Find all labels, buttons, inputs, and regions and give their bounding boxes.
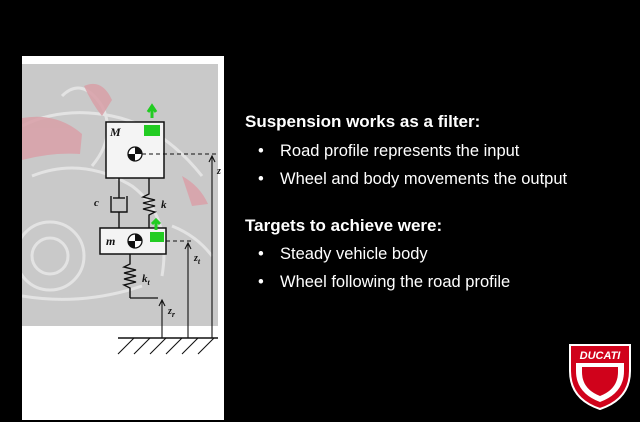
- zt-arrow: [184, 241, 192, 338]
- diagram-svg: M k c m: [22, 64, 224, 420]
- sprung-mass-label: M: [109, 125, 121, 139]
- spring-k-label: k: [161, 199, 167, 211]
- unsprung-cog-icon: [127, 233, 143, 249]
- section1-bullet-2: •Wheel and body movements the output: [258, 170, 568, 188]
- logo-text: DUCATI: [580, 350, 622, 362]
- ducati-logo-icon: DUCATI: [569, 344, 631, 411]
- zr-label: zr: [167, 306, 176, 319]
- ground-hatching: [117, 337, 215, 355]
- motorcycle-red-panels: [22, 83, 208, 206]
- section1-heading: Suspension works as a filter:: [245, 112, 481, 131]
- motorcycle-background: [22, 64, 218, 326]
- quarter-car-diagram: M k c m: [22, 56, 224, 420]
- sprung-arrow-icon: [146, 103, 158, 118]
- zt-label: zt: [193, 253, 201, 266]
- tire-spring: [121, 254, 137, 298]
- section1-bullet-1: •Road profile represents the input: [258, 142, 520, 160]
- unsprung-arrow-icon: [150, 217, 162, 230]
- ground-area: [22, 326, 224, 420]
- unsprung-mass-label: m: [106, 234, 115, 248]
- z-arrow: [208, 154, 216, 338]
- zr-arrow: [158, 298, 166, 338]
- tire-spring-label: kt: [142, 273, 151, 287]
- section2-bullet-1: •Steady vehicle body: [258, 245, 428, 263]
- section2-bullet-2: •Wheel following the road profile: [258, 273, 511, 291]
- sprung-sensor-icon: [144, 125, 160, 136]
- unsprung-sensor-icon: [150, 232, 164, 242]
- section2-heading: Targets to achieve were:: [245, 216, 443, 235]
- damper-c: [110, 178, 128, 228]
- spring-k: [140, 178, 158, 228]
- damper-c-label: c: [94, 197, 99, 209]
- sprung-cog-icon: [127, 146, 143, 162]
- z-label: z: [216, 166, 221, 177]
